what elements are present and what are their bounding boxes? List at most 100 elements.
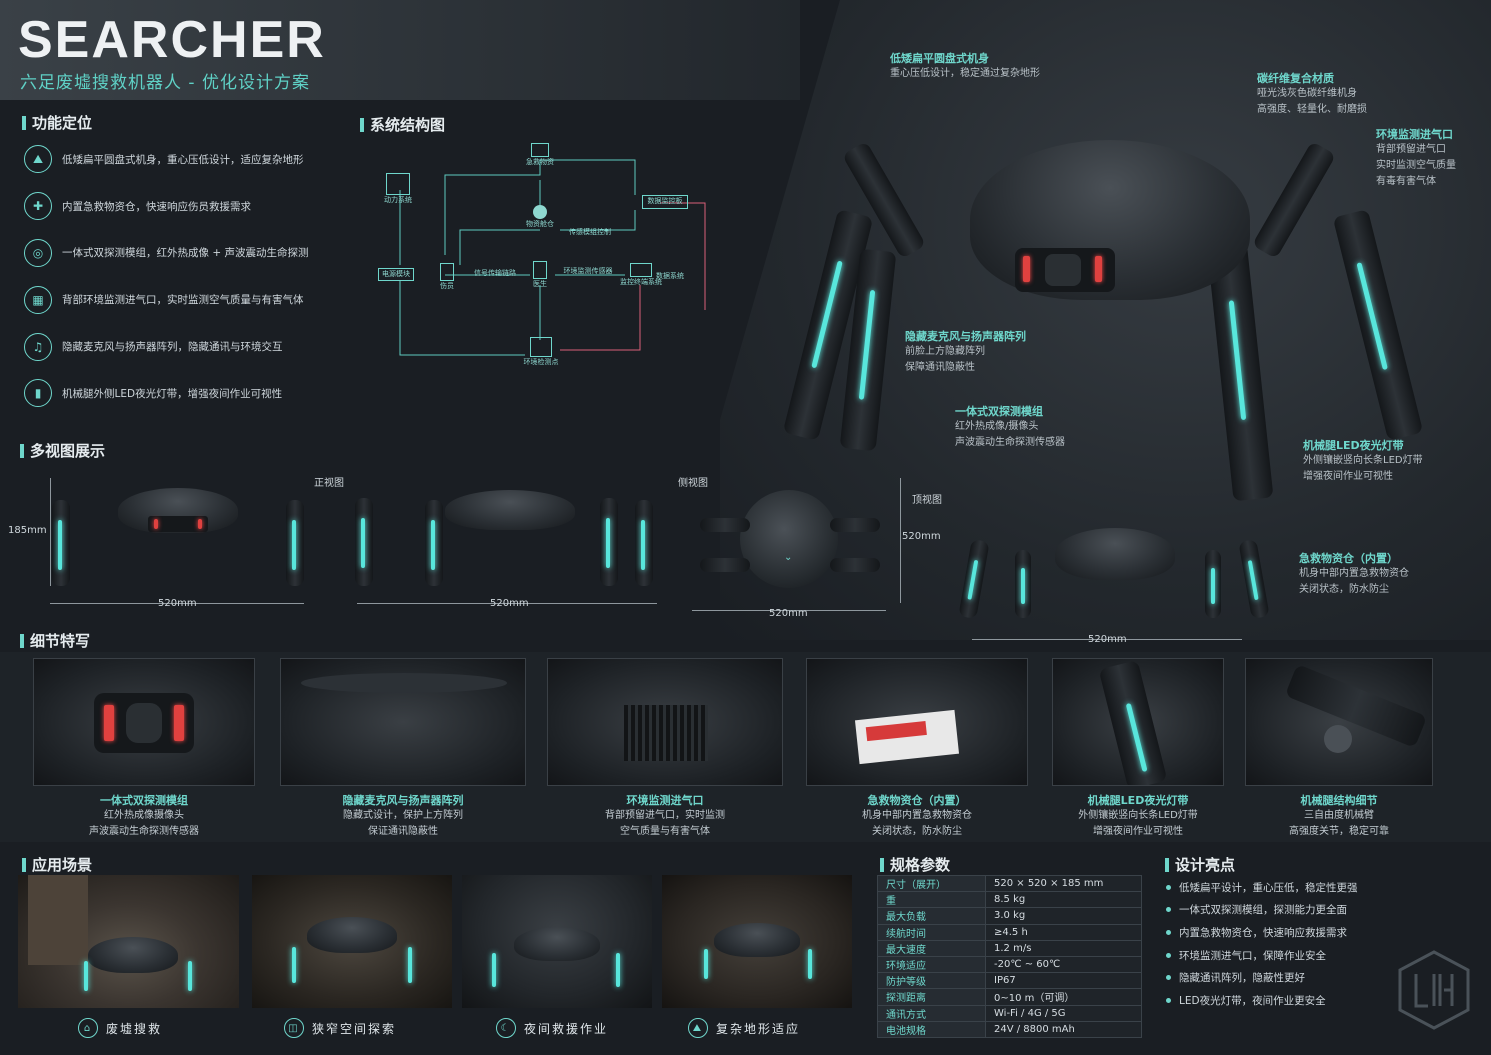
diagram-node-monitor: 监控终端系统 bbox=[618, 263, 664, 287]
features-list: ⛰ 低矮扁平圆盘式机身，重心压低设计，适应复杂地形 ✚内置急救物资仓，快速响应伤员… bbox=[24, 136, 344, 417]
dim-width-line bbox=[692, 610, 886, 611]
robot-leg bbox=[1332, 209, 1424, 441]
dim-height-line bbox=[50, 478, 51, 586]
features-heading: 功能定位 bbox=[22, 112, 92, 133]
callout-aid-box: 急救物资仓（内置） 机身中部内置急救物资仓 关闭状态，防水防尘 bbox=[1299, 552, 1409, 595]
robot-leg bbox=[1251, 141, 1337, 259]
feature-item: ✚内置急救物资仓，快速响应伤员救援需求 bbox=[24, 183, 344, 230]
feature-item: ◎ 一体式双探测模组，红外热成像 + 声波震动生命探测 bbox=[24, 230, 344, 277]
night-icon: ☾ bbox=[496, 1018, 516, 1038]
callout-body: 低矮扁平圆盘式机身 重心压低设计，稳定通过复杂地形 bbox=[890, 52, 1040, 79]
air-vent-icon: ▦ bbox=[24, 285, 52, 314]
feature-item: ▦背部环境监测进气口，实时监测空气质量与有害气体 bbox=[24, 276, 344, 323]
label-top: 顶视图 bbox=[912, 495, 942, 506]
app-title: SEARCHER bbox=[18, 11, 326, 69]
scene-image-ruins bbox=[18, 875, 239, 1008]
terrain-icon: ⛰ bbox=[688, 1018, 708, 1038]
diagram-label-link: 信号传输链路 bbox=[474, 269, 516, 277]
table-row: 环境适应-20℃ ~ 60℃ bbox=[877, 955, 1142, 974]
list-item: 一体式双探测模组，探测能力更全面 bbox=[1166, 899, 1358, 922]
narrow-space-icon: ◫ bbox=[284, 1018, 304, 1038]
detail-caption: 环境监测进气口 背部预留进气口，实时监测 空气质量与有害气体 bbox=[605, 794, 725, 837]
detail-image-sensor bbox=[33, 658, 255, 786]
detail-caption: 隐藏麦克风与扬声器阵列 隐藏式设计，保护上方阵列 保证通讯隐蔽性 bbox=[342, 794, 464, 837]
callout-led: 机械腿LED夜光灯带 外侧镶嵌竖向长条LED灯带 增强夜间作业可视性 bbox=[1303, 439, 1423, 482]
app-subtitle: 六足废墟搜救机器人 - 优化设计方案 bbox=[20, 73, 310, 93]
feature-item: ⛰ 低矮扁平圆盘式机身，重心压低设计，适应复杂地形 bbox=[24, 136, 344, 183]
scene-label: ⛰复杂地形适应 bbox=[688, 1018, 800, 1038]
dim-width-persp: 520mm bbox=[1088, 634, 1127, 645]
label-front: 正视图 bbox=[314, 478, 344, 489]
diagram-lines bbox=[399, 159, 706, 356]
list-item: 内置急救物资仓，快速响应救援需求 bbox=[1166, 921, 1358, 944]
table-row: 续航时间≥4.5 h bbox=[877, 923, 1142, 941]
header-band bbox=[0, 0, 800, 100]
specs-heading: 规格参数 bbox=[880, 854, 950, 875]
feature-text: 一体式双探测模组，红外热成像 + 声波震动生命探测 bbox=[62, 247, 309, 260]
sensor-icon: ◎ bbox=[24, 238, 52, 267]
view-front bbox=[48, 480, 308, 590]
diagram-label-monitor: 环境监测传感器 bbox=[563, 267, 613, 275]
dim-width-side: 520mm bbox=[490, 598, 529, 609]
list-item: 环境监测进气口，保障作业安全 bbox=[1166, 944, 1358, 967]
view-perspective bbox=[955, 520, 1275, 620]
diagram-node-person: 伤员 bbox=[432, 263, 462, 291]
diagram-node-center: 物资舱仓 bbox=[520, 205, 560, 229]
table-row: 尺寸（展开）520 × 520 × 185 mm bbox=[877, 874, 1142, 893]
scene-label: ☾夜间救援作业 bbox=[496, 1018, 608, 1038]
details-heading: 细节特写 bbox=[20, 630, 90, 651]
dim-depth-line bbox=[900, 478, 901, 603]
light-strip-icon: ▮ bbox=[24, 379, 52, 408]
highlights-heading: 设计亮点 bbox=[1165, 854, 1235, 875]
dim-depth-top: 520mm bbox=[902, 531, 941, 542]
view-top: ⌄ bbox=[690, 478, 890, 603]
detail-caption: 机械腿LED夜光灯带 外侧镶嵌竖向长条LED灯带 增强夜间作业可视性 bbox=[1078, 794, 1198, 837]
scene-label: ⌂废墟搜救 bbox=[78, 1018, 162, 1038]
callout-speaker: 隐藏麦克风与扬声器阵列 前脸上方隐藏阵列 保障通讯隐蔽性 bbox=[905, 330, 1026, 373]
view-side bbox=[355, 480, 655, 590]
highlights-list: 低矮扁平设计，重心压低，稳定性更强 一体式双探测模组，探测能力更全面 内置急救物… bbox=[1166, 876, 1358, 1012]
detail-image-vent bbox=[547, 658, 783, 786]
terrain-icon: ⛰ bbox=[24, 145, 52, 174]
list-item: 隐藏通讯阵列，隐蔽性更好 bbox=[1166, 966, 1358, 989]
detail-image-aid-box bbox=[806, 658, 1028, 786]
feature-text: 隐藏麦克风与扬声器阵列，隐藏通讯与环境交互 bbox=[62, 341, 283, 354]
dim-height: 185mm bbox=[8, 525, 47, 536]
system-diagram: 急救物资 动力系统 物资舱仓 数据监控板 传感模组控制 电源模块 伤员 信号传输… bbox=[360, 135, 720, 385]
dim-width-top: 520mm bbox=[769, 608, 808, 619]
brand-logo-icon bbox=[1398, 950, 1470, 1030]
dim-width-line bbox=[972, 639, 1242, 640]
feature-item: ♫ 隐藏麦克风与扬声器阵列，隐藏通讯与环境交互 bbox=[24, 323, 344, 370]
multiview-heading: 多视图展示 bbox=[20, 440, 105, 461]
diagram-node-left: 动力系统 bbox=[378, 173, 418, 205]
detail-caption: 急救物资仓（内置） 机身中部内置急救物资仓 关闭状态，防水防尘 bbox=[862, 794, 972, 837]
detail-image-led bbox=[1052, 658, 1224, 786]
callout-material: 碳纤维复合材质 哑光浅灰色碳纤维机身 高强度、轻量化、耐磨损 bbox=[1257, 72, 1367, 115]
scene-image-night bbox=[462, 875, 652, 1008]
feature-text: 低矮扁平圆盘式机身，重心压低设计，适应复杂地形 bbox=[62, 153, 304, 166]
dim-width-line bbox=[357, 603, 657, 604]
scene-image-narrow bbox=[252, 875, 452, 1008]
feature-text: 内置急救物资仓，快速响应伤员救援需求 bbox=[62, 200, 251, 213]
diagram-node-bottom: 环境检测点 bbox=[518, 337, 564, 367]
label-side: 侧视图 bbox=[678, 478, 708, 489]
detail-image-leg bbox=[1245, 658, 1433, 786]
list-item: 低矮扁平设计，重心压低，稳定性更强 bbox=[1166, 876, 1358, 899]
speaker-icon: ♫ bbox=[24, 332, 52, 361]
feature-text: 机械腿外侧LED夜光灯带，增强夜间作业可视性 bbox=[62, 387, 283, 400]
callout-sensor: 一体式双探测模组 红外热成像/摄像头 声波震动生命探测传感器 bbox=[955, 405, 1065, 448]
diagram-node-right: 数据监控板 bbox=[642, 195, 688, 209]
scenes-heading: 应用场景 bbox=[22, 854, 92, 875]
diagram-label-mid: 传感模组控制 bbox=[569, 228, 611, 236]
callout-vent: 环境监测进气口 背部预留进气口 实时监测空气质量 有毒有害气体 bbox=[1376, 128, 1456, 187]
sensor-face bbox=[1015, 248, 1115, 292]
list-item: LED夜光灯带，夜间作业更安全 bbox=[1166, 989, 1358, 1012]
